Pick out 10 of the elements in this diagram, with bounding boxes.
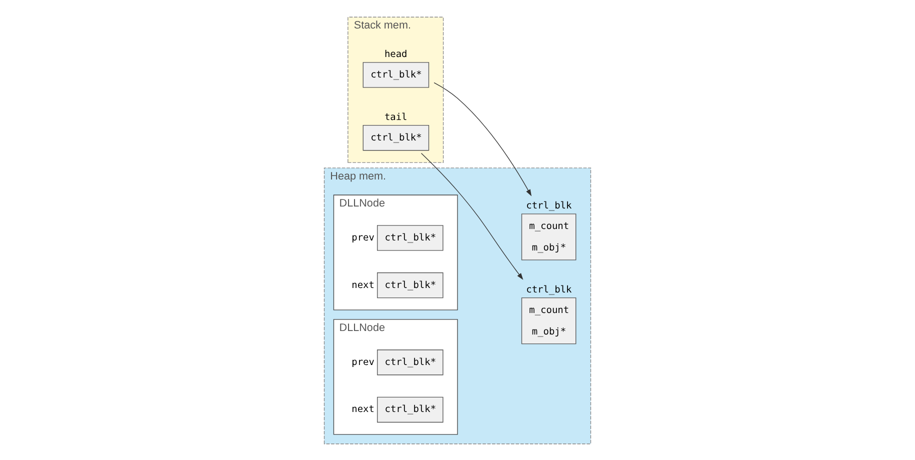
node-label: tail	[384, 112, 408, 123]
arrow	[420, 152, 524, 280]
node-label: ctrl_blk	[526, 284, 572, 296]
node-label: next	[352, 404, 374, 415]
node-label: prev	[352, 232, 374, 243]
node-label: ctrl_blk	[526, 200, 572, 212]
node-label: head	[384, 48, 408, 60]
arrow	[434, 82, 532, 196]
node-label: prev	[352, 356, 374, 368]
node-label: next	[352, 279, 374, 290]
